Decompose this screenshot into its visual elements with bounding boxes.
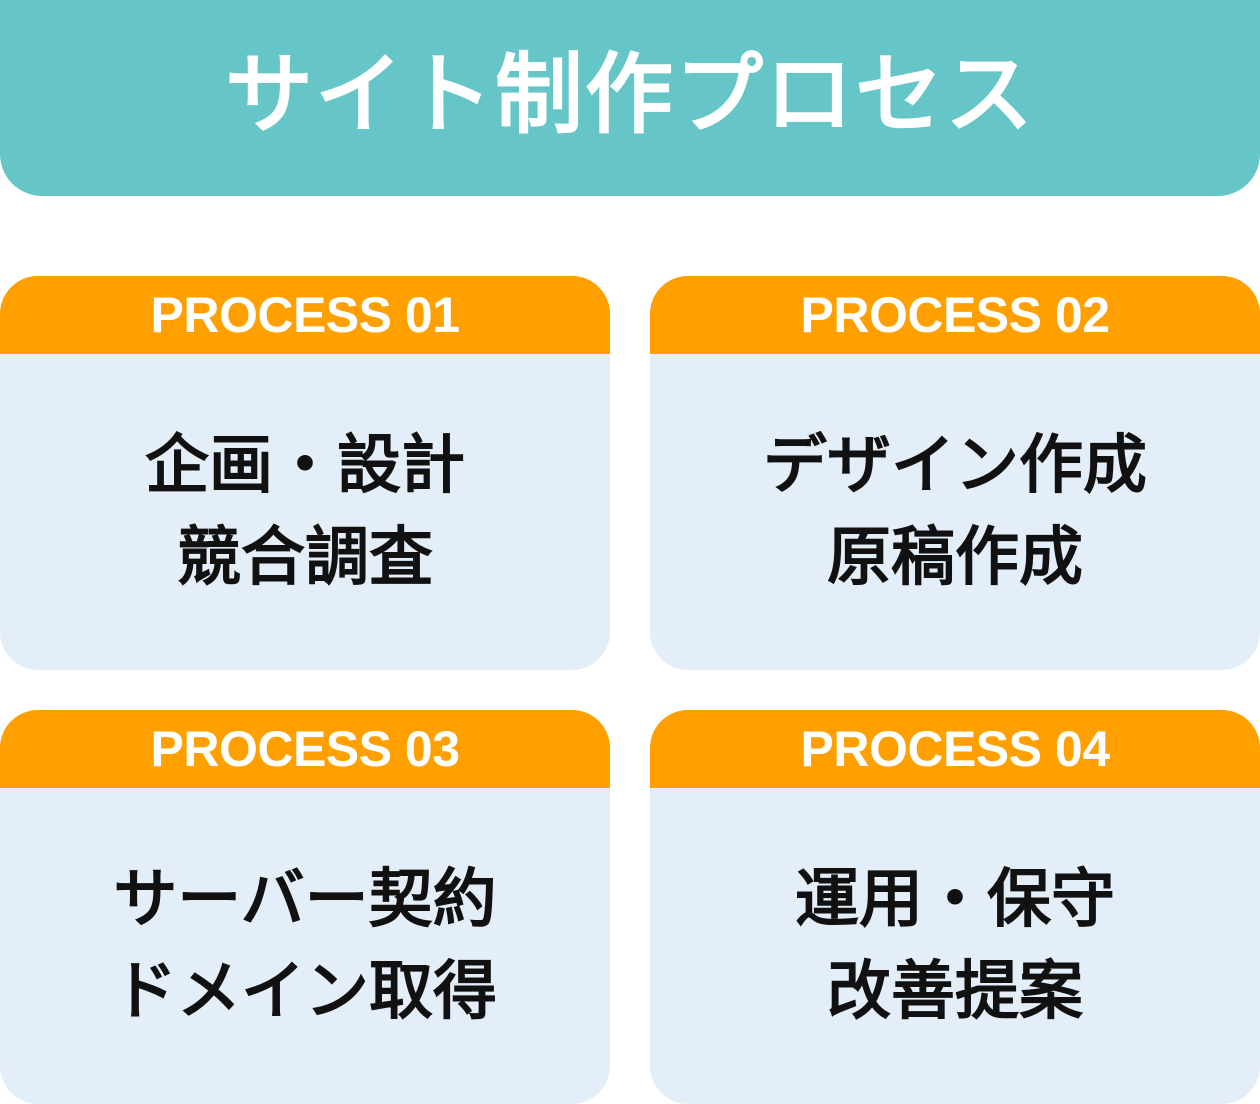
process-label: PROCESS 02 bbox=[800, 287, 1110, 343]
page-title: サイト制作プロセス bbox=[224, 43, 1035, 146]
process-line: サーバー契約 bbox=[113, 863, 497, 937]
process-label-bar: PROCESS 04 bbox=[650, 710, 1260, 788]
process-line: ドメイン取得 bbox=[113, 955, 497, 1029]
process-line: 改善提案 bbox=[827, 955, 1083, 1029]
process-content: デザイン作成 原稿作成 bbox=[650, 354, 1260, 670]
process-label: PROCESS 04 bbox=[800, 721, 1110, 777]
process-line: 企画・設計 bbox=[145, 429, 465, 503]
process-content: サーバー契約 ドメイン取得 bbox=[0, 788, 610, 1104]
process-content: 企画・設計 競合調査 bbox=[0, 354, 610, 670]
process-card-04: PROCESS 04 運用・保守 改善提案 bbox=[650, 710, 1260, 1104]
process-label-bar: PROCESS 03 bbox=[0, 710, 610, 788]
process-card-03: PROCESS 03 サーバー契約 ドメイン取得 bbox=[0, 710, 610, 1104]
process-label: PROCESS 01 bbox=[150, 287, 460, 343]
process-label-bar: PROCESS 01 bbox=[0, 276, 610, 354]
process-card-02: PROCESS 02 デザイン作成 原稿作成 bbox=[650, 276, 1260, 670]
process-label-bar: PROCESS 02 bbox=[650, 276, 1260, 354]
process-label: PROCESS 03 bbox=[150, 721, 460, 777]
process-line: 運用・保守 bbox=[795, 863, 1115, 937]
process-content: 運用・保守 改善提案 bbox=[650, 788, 1260, 1104]
process-line: デザイン作成 bbox=[763, 429, 1147, 503]
process-line: 競合調査 bbox=[177, 521, 433, 595]
process-card-01: PROCESS 01 企画・設計 競合調査 bbox=[0, 276, 610, 670]
title-banner: サイト制作プロセス bbox=[0, 0, 1260, 196]
process-line: 原稿作成 bbox=[827, 521, 1083, 595]
